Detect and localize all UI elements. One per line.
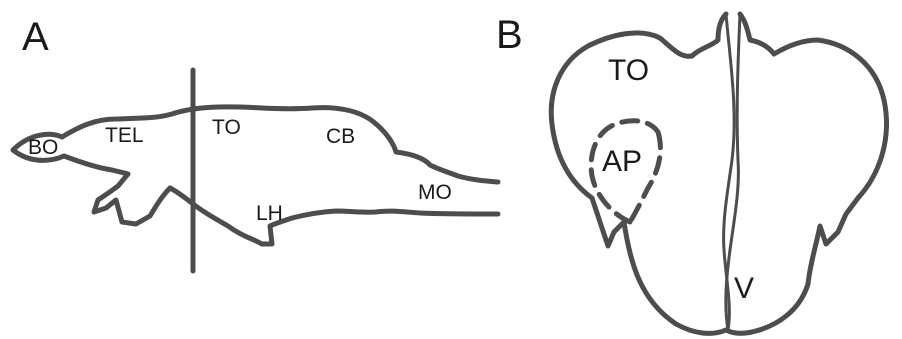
- lateral-brain-outline: [59, 104, 501, 185]
- label-mo: MO: [418, 181, 452, 204]
- label-bo: BO: [28, 136, 58, 159]
- panel-b: B TO AP V: [496, 11, 889, 336]
- midline-right: [724, 12, 742, 332]
- label-to-a: TO: [212, 116, 241, 139]
- label-tel: TEL: [105, 124, 144, 147]
- ap-region-outline: [588, 118, 663, 225]
- left-hemisphere-outline: [548, 11, 729, 336]
- right-hemisphere-outline: [723, 11, 889, 336]
- label-lh: LH: [256, 202, 283, 225]
- olfactory-bulb-outline: [10, 131, 67, 163]
- label-cb: CB: [326, 125, 355, 148]
- label-ap: AP: [602, 145, 642, 178]
- panel-a: A BO TEL TO CB MO LH: [10, 15, 501, 274]
- panel-a-letter: A: [22, 15, 49, 59]
- ventral-forebrain-outline: [61, 153, 173, 227]
- medulla-lower-edge: [167, 185, 501, 247]
- label-to-b: TO: [608, 54, 649, 87]
- label-v: V: [734, 272, 754, 305]
- panel-b-letter: B: [496, 13, 523, 57]
